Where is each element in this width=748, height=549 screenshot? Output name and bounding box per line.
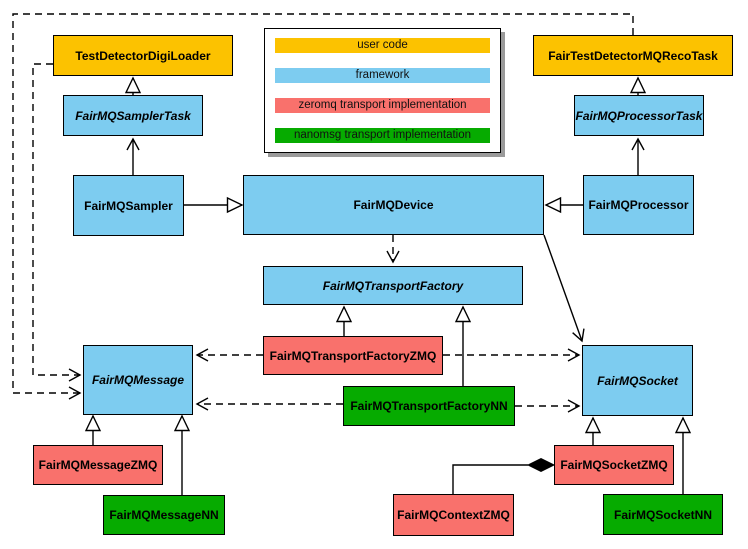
edge-device-socket [543, 234, 585, 343]
node-fairmq-context-zmq: FairMQContextZMQ [393, 494, 514, 536]
node-fairmq-sampler-task: FairMQSamplerTask [63, 95, 203, 136]
node-fairmq-message-zmq: FairMQMessageZMQ [33, 445, 163, 485]
node-fairmq-message-nn: FairMQMessageNN [103, 495, 225, 535]
node-fair-test-detector-mq-reco-task: FairTestDetectorMQRecoTask [533, 35, 733, 76]
inheritance-arrows [84, 76, 692, 495]
legend: user code framework zeromq transport imp… [264, 28, 501, 153]
composition-link [452, 457, 556, 494]
node-fairmq-transport-factory-nn: FairMQTransportFactoryNN [343, 386, 515, 426]
node-fairmq-transport-factory: FairMQTransportFactory [263, 266, 523, 305]
node-fairmq-socket-zmq: FairMQSocketZMQ [554, 445, 674, 485]
association-arrows [126, 137, 645, 343]
node-fairmq-socket: FairMQSocket [582, 345, 693, 416]
edge-digiloader-message [32, 63, 82, 382]
node-fairmq-processor: FairMQProcessor [583, 175, 694, 235]
node-fairmq-socket-nn: FairMQSocketNN [603, 494, 723, 535]
legend-item-zeromq: zeromq transport implementation [275, 98, 490, 113]
node-fairmq-message: FairMQMessage [83, 345, 193, 415]
node-fairmq-processor-task: FairMQProcessorTask [574, 95, 704, 136]
composition-diamond-icon [526, 457, 556, 473]
edge-recotask-message [12, 13, 634, 400]
dependency-arrows [12, 13, 634, 413]
node-test-detector-digi-loader: TestDetectorDigiLoader [53, 35, 233, 76]
node-fairmq-device: FairMQDevice [243, 175, 544, 235]
node-fairmq-sampler: FairMQSampler [73, 175, 184, 236]
legend-item-framework: framework [275, 68, 490, 83]
legend-item-user-code: user code [275, 38, 490, 53]
node-fairmq-transport-factory-zmq: FairMQTransportFactoryZMQ [263, 336, 443, 375]
legend-item-nanomsg: nanomsg transport implementation [275, 128, 490, 143]
